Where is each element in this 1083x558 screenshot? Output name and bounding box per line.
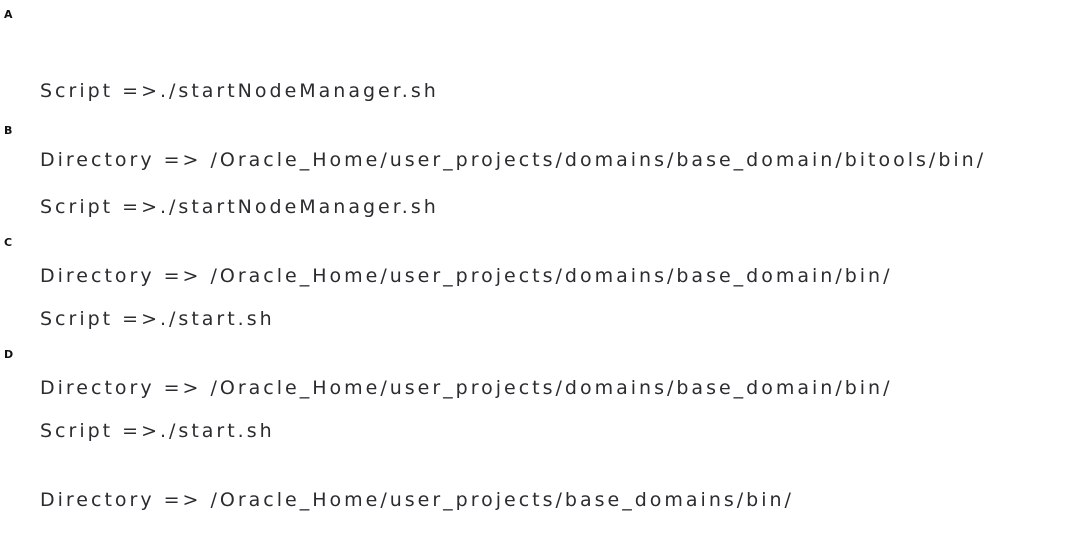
option-script-line: Script =>./startNodeManager.sh <box>40 80 439 102</box>
option-text: Script =>./startNodeManager.sh Directory… <box>40 150 893 334</box>
option-text: Script =>./start.sh Directory => /Oracle… <box>40 262 893 446</box>
option-letter: D <box>4 348 14 361</box>
option-letter: C <box>4 236 13 249</box>
option-directory-line: Directory => /Oracle_Home/user_projects/… <box>40 149 987 171</box>
option-directory-line: Directory => /Oracle_Home/user_projects/… <box>40 377 893 399</box>
option-text: Script =>./startNodeManager.sh Directory… <box>40 34 986 218</box>
option-directory-line: Directory => /Oracle_Home/user_projects/… <box>40 265 893 287</box>
option-letter: B <box>4 124 13 137</box>
option-script-line: Script =>./startNodeManager.sh <box>40 196 439 218</box>
option-text: Script =>./start.sh Directory => /Oracle… <box>40 374 794 558</box>
option-script-line: Script =>./start.sh <box>40 420 275 442</box>
page: { "page": { "background_color": "#ffffff… <box>4 8 986 511</box>
option-letter: A <box>4 8 14 21</box>
option-directory-line: Directory => /Oracle_Home/user_projects/… <box>40 489 794 511</box>
option-script-line: Script =>./start.sh <box>40 308 275 330</box>
